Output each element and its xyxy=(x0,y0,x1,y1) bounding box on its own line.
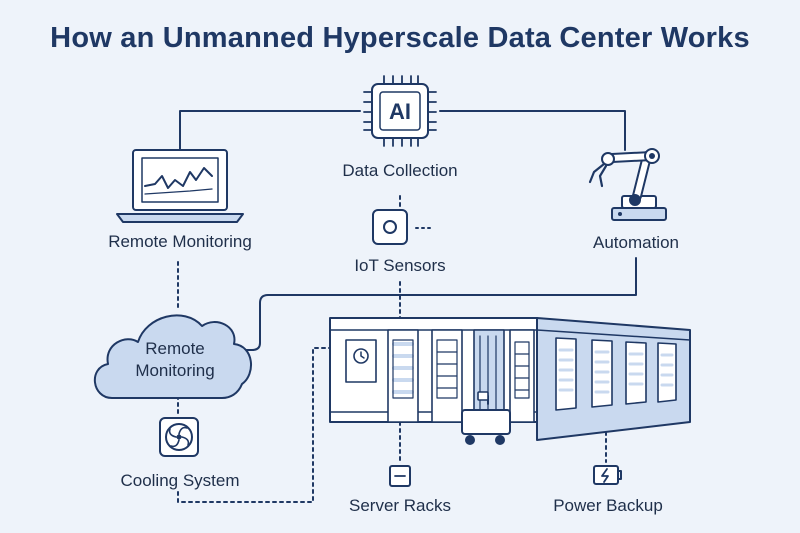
robot-arm-icon xyxy=(588,148,667,221)
label-cooling-system: Cooling System xyxy=(120,471,240,490)
cloud-shape xyxy=(93,314,253,399)
connector-automation-to-cloud xyxy=(245,257,637,351)
iot-sensor-icon xyxy=(372,209,408,245)
service-robot-icon xyxy=(461,391,511,445)
label-automation: Automation xyxy=(593,233,679,252)
server-icon xyxy=(389,465,411,487)
ai-chip-label: AI xyxy=(389,99,411,124)
cloud-label: Remote Monitoring xyxy=(100,338,250,382)
label-iot-sensors: IoT Sensors xyxy=(354,256,446,275)
connector-cooling-to-racks xyxy=(177,347,349,503)
ai-chip-icon xyxy=(363,75,437,147)
cooling-fan-icon xyxy=(159,417,199,457)
label-server-racks: Server Racks xyxy=(348,496,452,515)
label-remote-monitoring-laptop: Remote Monitoring xyxy=(108,232,252,251)
label-power-backup: Power Backup xyxy=(553,496,663,515)
cloud-label-line1: Remote xyxy=(145,339,205,358)
label-data-collection: Data Collection xyxy=(342,161,458,180)
battery-icon xyxy=(593,465,622,485)
connector-ai-to-laptop xyxy=(179,110,361,151)
server-rack-3 xyxy=(473,329,505,423)
connector-lines xyxy=(177,110,637,503)
laptop-monitor-icon xyxy=(116,149,244,223)
control-panel xyxy=(345,339,377,383)
cloud-label-line2: Monitoring xyxy=(135,361,215,380)
data-center-building xyxy=(329,317,691,441)
diagram-title: How an Unmanned Hyperscale Data Center W… xyxy=(50,22,750,54)
server-rack-4 xyxy=(509,329,535,423)
connector-ai-to-automation xyxy=(439,110,626,151)
